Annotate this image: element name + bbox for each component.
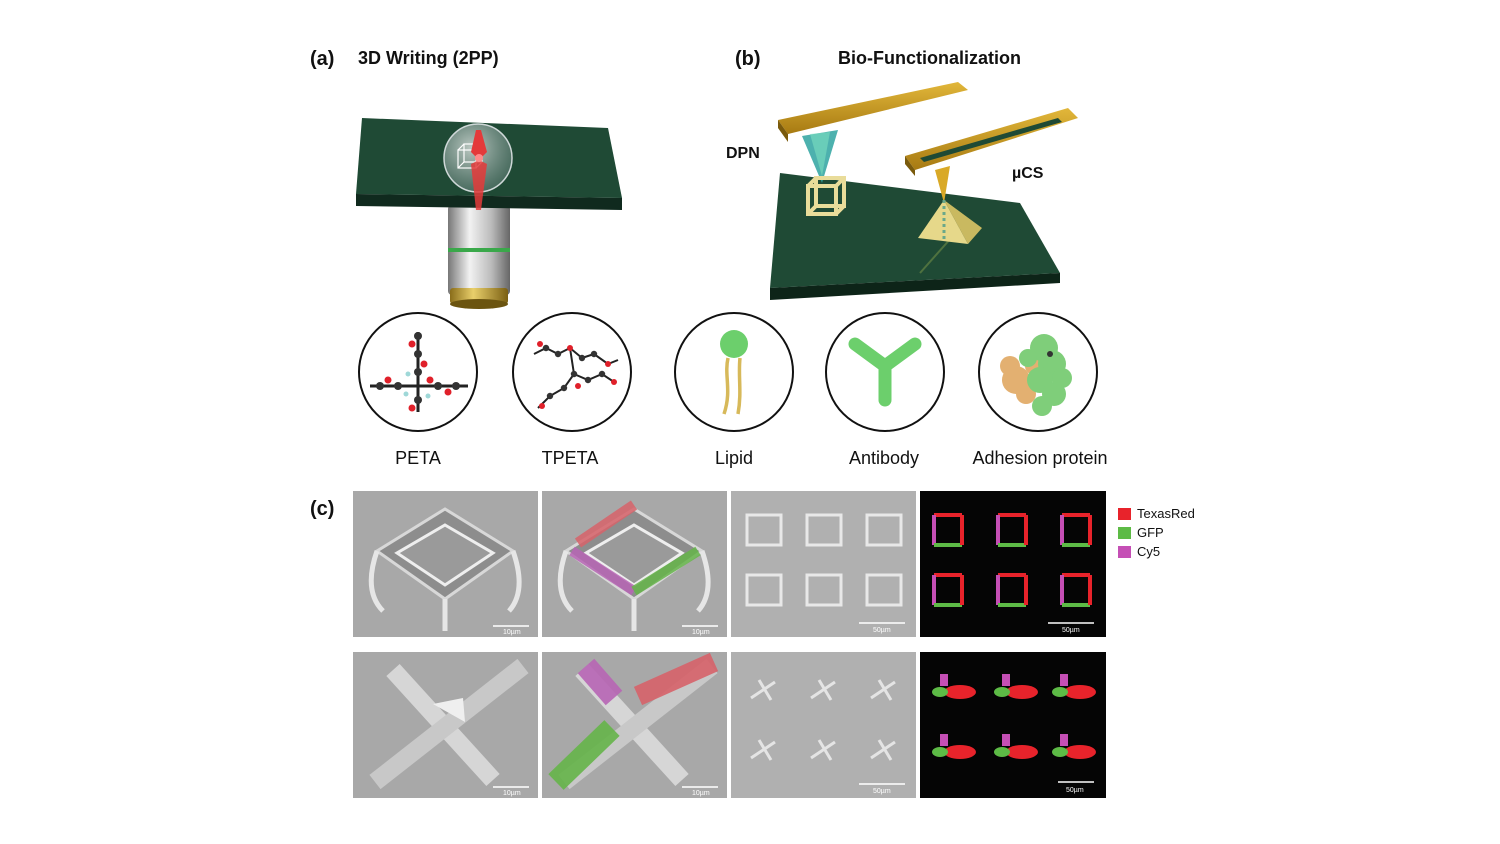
peta-molecule-icon [370,332,468,412]
dpn-label: DPN [726,145,760,162]
scale-bar-label: 50µm [1062,627,1080,634]
glass-substrate [770,173,1060,300]
molecule-circle-peta [358,312,478,432]
antibody-icon [848,337,922,407]
bio-functionalization-illustration: DPN µCS [726,82,1078,300]
legend-label: GFP [1137,525,1164,540]
molecule-label: Antibody [848,448,920,468]
scale-bar-label: 50µm [873,788,891,795]
sem-pyramid-colored-tile: 10µm [542,652,727,798]
molecule-label: PETA [395,448,441,468]
scale-bar-label: 10µm [503,790,521,797]
molecule-label: TPETA [541,448,599,468]
tpeta-molecule-icon [533,341,619,409]
legend-label: TexasRed [1137,506,1195,521]
fluorescence-cube-array-tile: 50µm [920,491,1106,637]
panel-c-label: (c) [310,498,335,520]
adhesion-protein-icon [1000,334,1072,416]
scale-bar-label: 10µm [692,629,710,636]
sem-cube-colored-tile: 10µm [542,491,727,637]
scale-bar-label: 50µm [873,627,891,634]
legend-item-cy5: Cy5 [1118,542,1195,561]
scale-bar-label: 10µm [503,629,521,636]
panel-a-label: (a) [310,48,335,70]
molecule-label: Adhesion protein [972,448,1108,468]
sem-pyramid-array-tile: 50µm [731,652,916,798]
molecule-circle-lipid [674,312,794,432]
panel-b-title: Bio-Functionalization [838,48,1021,68]
legend-item-texasred: TexasRed [1118,504,1195,523]
panel-a-title: 3D Writing (2PP) [358,48,499,68]
legend-label: Cy5 [1137,544,1161,559]
ucs-label: µCS [1012,165,1044,182]
two-photon-writing-illustration [356,118,622,309]
molecule-circle-tpeta [512,312,632,432]
sem-pyramid-tile: 10µm [353,652,538,798]
sem-cube-tile: 10µm [353,491,538,637]
scale-bar-label: 50µm [1066,787,1084,794]
ucs-cantilever [905,108,1078,203]
dpn-cantilever [778,82,968,183]
molecule-circle-antibody [825,312,945,432]
cube-microstructure [806,176,846,216]
pyramid-microstructure [918,200,982,244]
fluorescence-pyramid-array-tile: 50µm [920,652,1106,798]
legend-swatch [1118,507,1131,520]
fluorophore-legend: TexasRed GFP Cy5 [1118,504,1195,561]
lipid-icon [720,330,748,415]
molecule-label: Lipid [714,448,754,468]
scale-bar-label: 10µm [692,790,710,797]
legend-swatch [1118,526,1131,539]
legend-swatch [1118,545,1131,558]
legend-item-gfp: GFP [1118,523,1195,542]
laser-beam [471,130,487,210]
objective-lens [448,205,510,309]
sem-cube-array-tile: 50µm [731,491,916,637]
panel-b-label: (b) [735,48,761,70]
molecule-circle-adhesion-protein [978,312,1098,432]
